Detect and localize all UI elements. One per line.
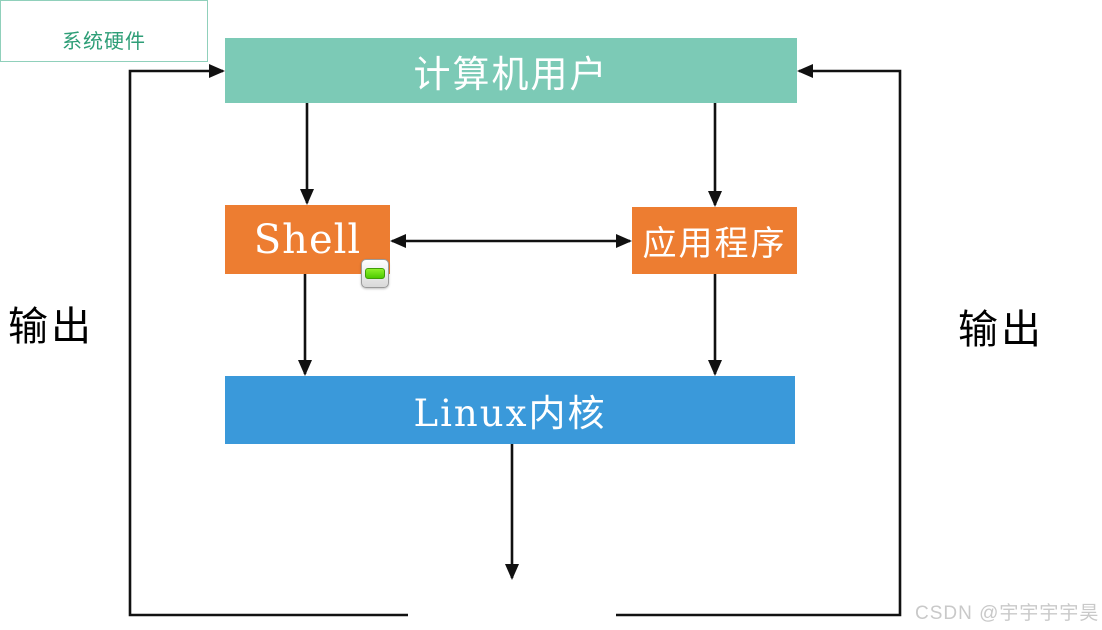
node-application: 应用程序 — [632, 207, 797, 274]
edge-hardware-user-left — [128, 64, 408, 617]
node-application-label: 应用程序 — [642, 224, 787, 264]
media-plugin-icon-bar — [365, 268, 385, 279]
node-shell: Shell — [225, 205, 390, 274]
csdn-watermark: CSDN @宇宇宇宇昊 — [915, 603, 1100, 624]
node-shell-label: Shell — [253, 216, 362, 263]
node-computer-user-label: 计算机用户 — [413, 52, 609, 96]
media-plugin-icon — [361, 259, 389, 288]
edge-hardware-user-right — [616, 64, 902, 617]
node-linux-kernel-label: Linux内核 — [413, 392, 607, 435]
node-computer-user: 计算机用户 — [225, 38, 797, 103]
output-label-right: 输出 — [958, 307, 1044, 353]
output-label-left: 输出 — [8, 304, 94, 350]
node-system-hardware: 系统硬件 — [0, 0, 208, 62]
node-system-hardware-label: 系统硬件 — [62, 29, 146, 53]
node-linux-kernel: Linux内核 — [225, 376, 795, 444]
